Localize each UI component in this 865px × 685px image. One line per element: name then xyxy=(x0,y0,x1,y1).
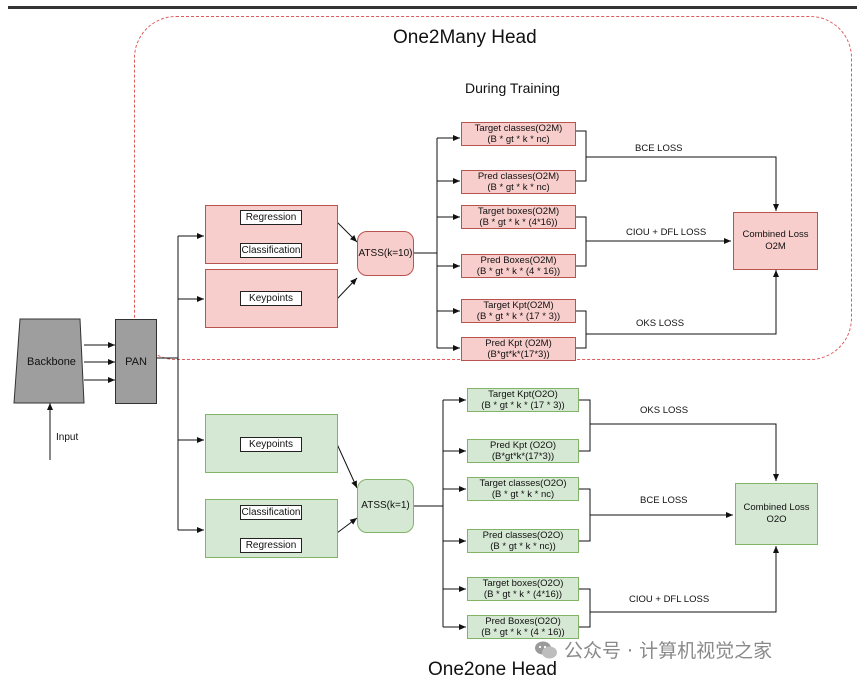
o2m-pred-classes-box: Pred classes(O2M) (B * gt * k * nc) xyxy=(461,170,576,194)
during-training-label: During Training xyxy=(465,80,560,96)
atss-o2m-label: ATSS(k=10) xyxy=(358,247,413,259)
o2o-pred-classes-box: Pred classes(O2O) (B * gt * k * nc)) xyxy=(467,529,579,553)
input-label: Input xyxy=(56,432,79,443)
o2o-target-kpt-shape: (B * gt * k * (17 * 3)) xyxy=(481,400,565,411)
o2o-pred-kpt-title: Pred Kpt (O2O) xyxy=(490,440,556,451)
o2m-combined-loss-title: Combined Loss xyxy=(742,229,809,240)
o2o-bce-loss-label: BCE LOSS xyxy=(640,495,688,506)
atss-o2o-bus xyxy=(414,400,444,627)
arrow-o2m-kpt-atss xyxy=(336,277,358,300)
o2m-title: One2Many Head xyxy=(393,27,537,48)
o2m-pred-boxes-shape: (B * gt * k * (4 * 16)) xyxy=(476,266,561,277)
o2o-classification-label: Classification xyxy=(241,506,301,518)
o2o-target-classes-shape: (B * gt * k * nc) xyxy=(491,489,555,500)
o2o-keypoints-head xyxy=(205,414,338,473)
pan-label: PAN xyxy=(125,355,147,368)
bracket-o2o-bce xyxy=(578,488,733,542)
o2m-pred-kpt-shape: (B*gt*k*(17*3)) xyxy=(487,349,550,360)
o2o-keypoints-label: Keypoints xyxy=(249,438,293,450)
o2m-bce-loss-label: BCE LOSS xyxy=(635,143,683,154)
o2m-pred-kpt-title: Pred Kpt (O2M) xyxy=(485,338,552,349)
o2m-classification-label: Classification xyxy=(241,244,301,256)
bracket-o2o-ciou xyxy=(578,546,776,628)
o2o-target-kpt-box: Target Kpt(O2O) (B * gt * k * (17 * 3)) xyxy=(467,388,579,412)
o2o-pred-kpt-shape: (B*gt*k*(17*3)) xyxy=(491,451,555,462)
o2m-target-kpt-shape: (B * gt * k * (17 * 3)) xyxy=(476,311,561,322)
o2o-oks-loss-label: OKS LOSS xyxy=(640,405,689,416)
pan-bus xyxy=(156,236,179,530)
o2m-regression-box: Regression xyxy=(240,210,302,225)
bracket-o2m-ciou xyxy=(575,216,731,267)
o2o-pred-boxes-box: Pred Boxes(O2O) (B * gt * k * (4 * 16)) xyxy=(467,615,579,639)
o2m-target-classes-box: Target classes(O2M) (B * gt * k * nc) xyxy=(461,122,576,146)
o2o-keypoints-box: Keypoints xyxy=(240,437,302,452)
o2o-combined-loss-suffix: O2O xyxy=(766,514,787,525)
bracket-o2m-oks xyxy=(575,270,776,349)
bracket-o2o-oks xyxy=(578,399,776,481)
o2m-target-boxes-box: Target boxes(O2M) (B * gt * k * (4*16)) xyxy=(461,205,576,229)
o2o-pred-boxes-title: Pred Boxes(O2O) xyxy=(485,616,561,627)
o2m-combined-loss-box: Combined Loss O2M xyxy=(733,212,818,270)
bracket-o2m-bce xyxy=(575,130,776,211)
o2m-target-kpt-box: Target Kpt(O2M) (B * gt * k * (17 * 3)) xyxy=(461,299,576,323)
o2o-target-kpt-title: Target Kpt(O2O) xyxy=(488,389,558,400)
o2o-title: One2one Head xyxy=(428,659,557,680)
o2o-ciou-dfl-loss-label: CIOU + DFL LOSS xyxy=(629,594,710,605)
o2m-pred-boxes-box: Pred Boxes(O2M) (B * gt * k * (4 * 16)) xyxy=(461,254,576,278)
watermark-text: 公众号 · 计算机视觉之家 xyxy=(564,640,773,662)
o2o-combined-loss-box: Combined Loss O2O xyxy=(735,483,818,545)
o2o-pred-classes-shape: (B * gt * k * nc)) xyxy=(490,541,556,552)
o2o-target-boxes-title: Target boxes(O2O) xyxy=(482,578,564,589)
o2m-target-kpt-title: Target Kpt(O2M) xyxy=(483,300,554,311)
o2o-target-boxes-shape: (B * gt * k * (4*16)) xyxy=(483,589,563,600)
o2m-keypoints-label: Keypoints xyxy=(249,292,293,304)
o2o-regression-box: Regression xyxy=(240,538,302,553)
o2m-keypoints-head xyxy=(205,269,338,328)
top-rule xyxy=(8,6,857,9)
wechat-icon xyxy=(535,641,557,658)
o2o-target-boxes-box: Target boxes(O2O) (B * gt * k * (4*16)) xyxy=(467,577,579,601)
watermark: 公众号 · 计算机视觉之家 xyxy=(534,636,772,663)
backbone-label: Backbone xyxy=(27,356,76,368)
o2m-target-boxes-shape: (B * gt * k * (4*16)) xyxy=(479,217,558,228)
o2o-regression-label: Regression xyxy=(245,539,297,551)
o2o-classification-box: Classification xyxy=(240,505,302,520)
o2m-target-classes-title: Target classes(O2M) xyxy=(474,123,563,134)
o2m-target-boxes-title: Target boxes(O2M) xyxy=(477,206,560,217)
o2m-target-classes-shape: (B * gt * k * nc) xyxy=(487,134,550,145)
o2m-combined-loss-suffix: O2M xyxy=(765,241,786,252)
backbone-shape xyxy=(13,318,85,404)
o2m-ciou-dfl-loss-label: CIOU + DFL LOSS xyxy=(626,227,707,238)
o2m-keypoints-box: Keypoints xyxy=(240,291,302,306)
o2m-regression-label: Regression xyxy=(245,211,297,223)
o2m-classification-box: Classification xyxy=(240,243,302,258)
o2o-pred-classes-title: Pred classes(O2O) xyxy=(482,530,564,541)
o2m-pred-kpt-box: Pred Kpt (O2M) (B*gt*k*(17*3)) xyxy=(461,337,576,361)
o2o-target-classes-title: Target classes(O2O) xyxy=(479,478,567,489)
o2m-pred-classes-shape: (B * gt * k * nc) xyxy=(487,182,550,193)
atss-o2m-bus xyxy=(414,138,438,348)
arrow-o2o-kpt-atss xyxy=(336,443,358,489)
atss-o2o-block: ATSS(k=1) xyxy=(357,479,414,533)
pan-block: PAN xyxy=(115,319,157,404)
o2o-pred-boxes-shape: (B * gt * k * (4 * 16)) xyxy=(481,627,565,638)
arrow-o2m-reg-atss xyxy=(336,221,358,243)
o2o-pred-kpt-box: Pred Kpt (O2O) (B*gt*k*(17*3)) xyxy=(467,439,579,463)
o2m-pred-boxes-title: Pred Boxes(O2M) xyxy=(480,255,557,266)
o2m-pred-classes-title: Pred classes(O2M) xyxy=(477,171,560,182)
atss-o2o-label: ATSS(k=1) xyxy=(361,500,410,511)
o2o-target-classes-box: Target classes(O2O) (B * gt * k * nc) xyxy=(467,477,579,501)
atss-o2m-block: ATSS(k=10) xyxy=(357,231,414,276)
o2o-combined-loss-title: Combined Loss xyxy=(743,502,810,513)
arrow-o2o-cls-atss xyxy=(336,517,358,534)
o2m-oks-loss-label: OKS LOSS xyxy=(636,318,685,329)
